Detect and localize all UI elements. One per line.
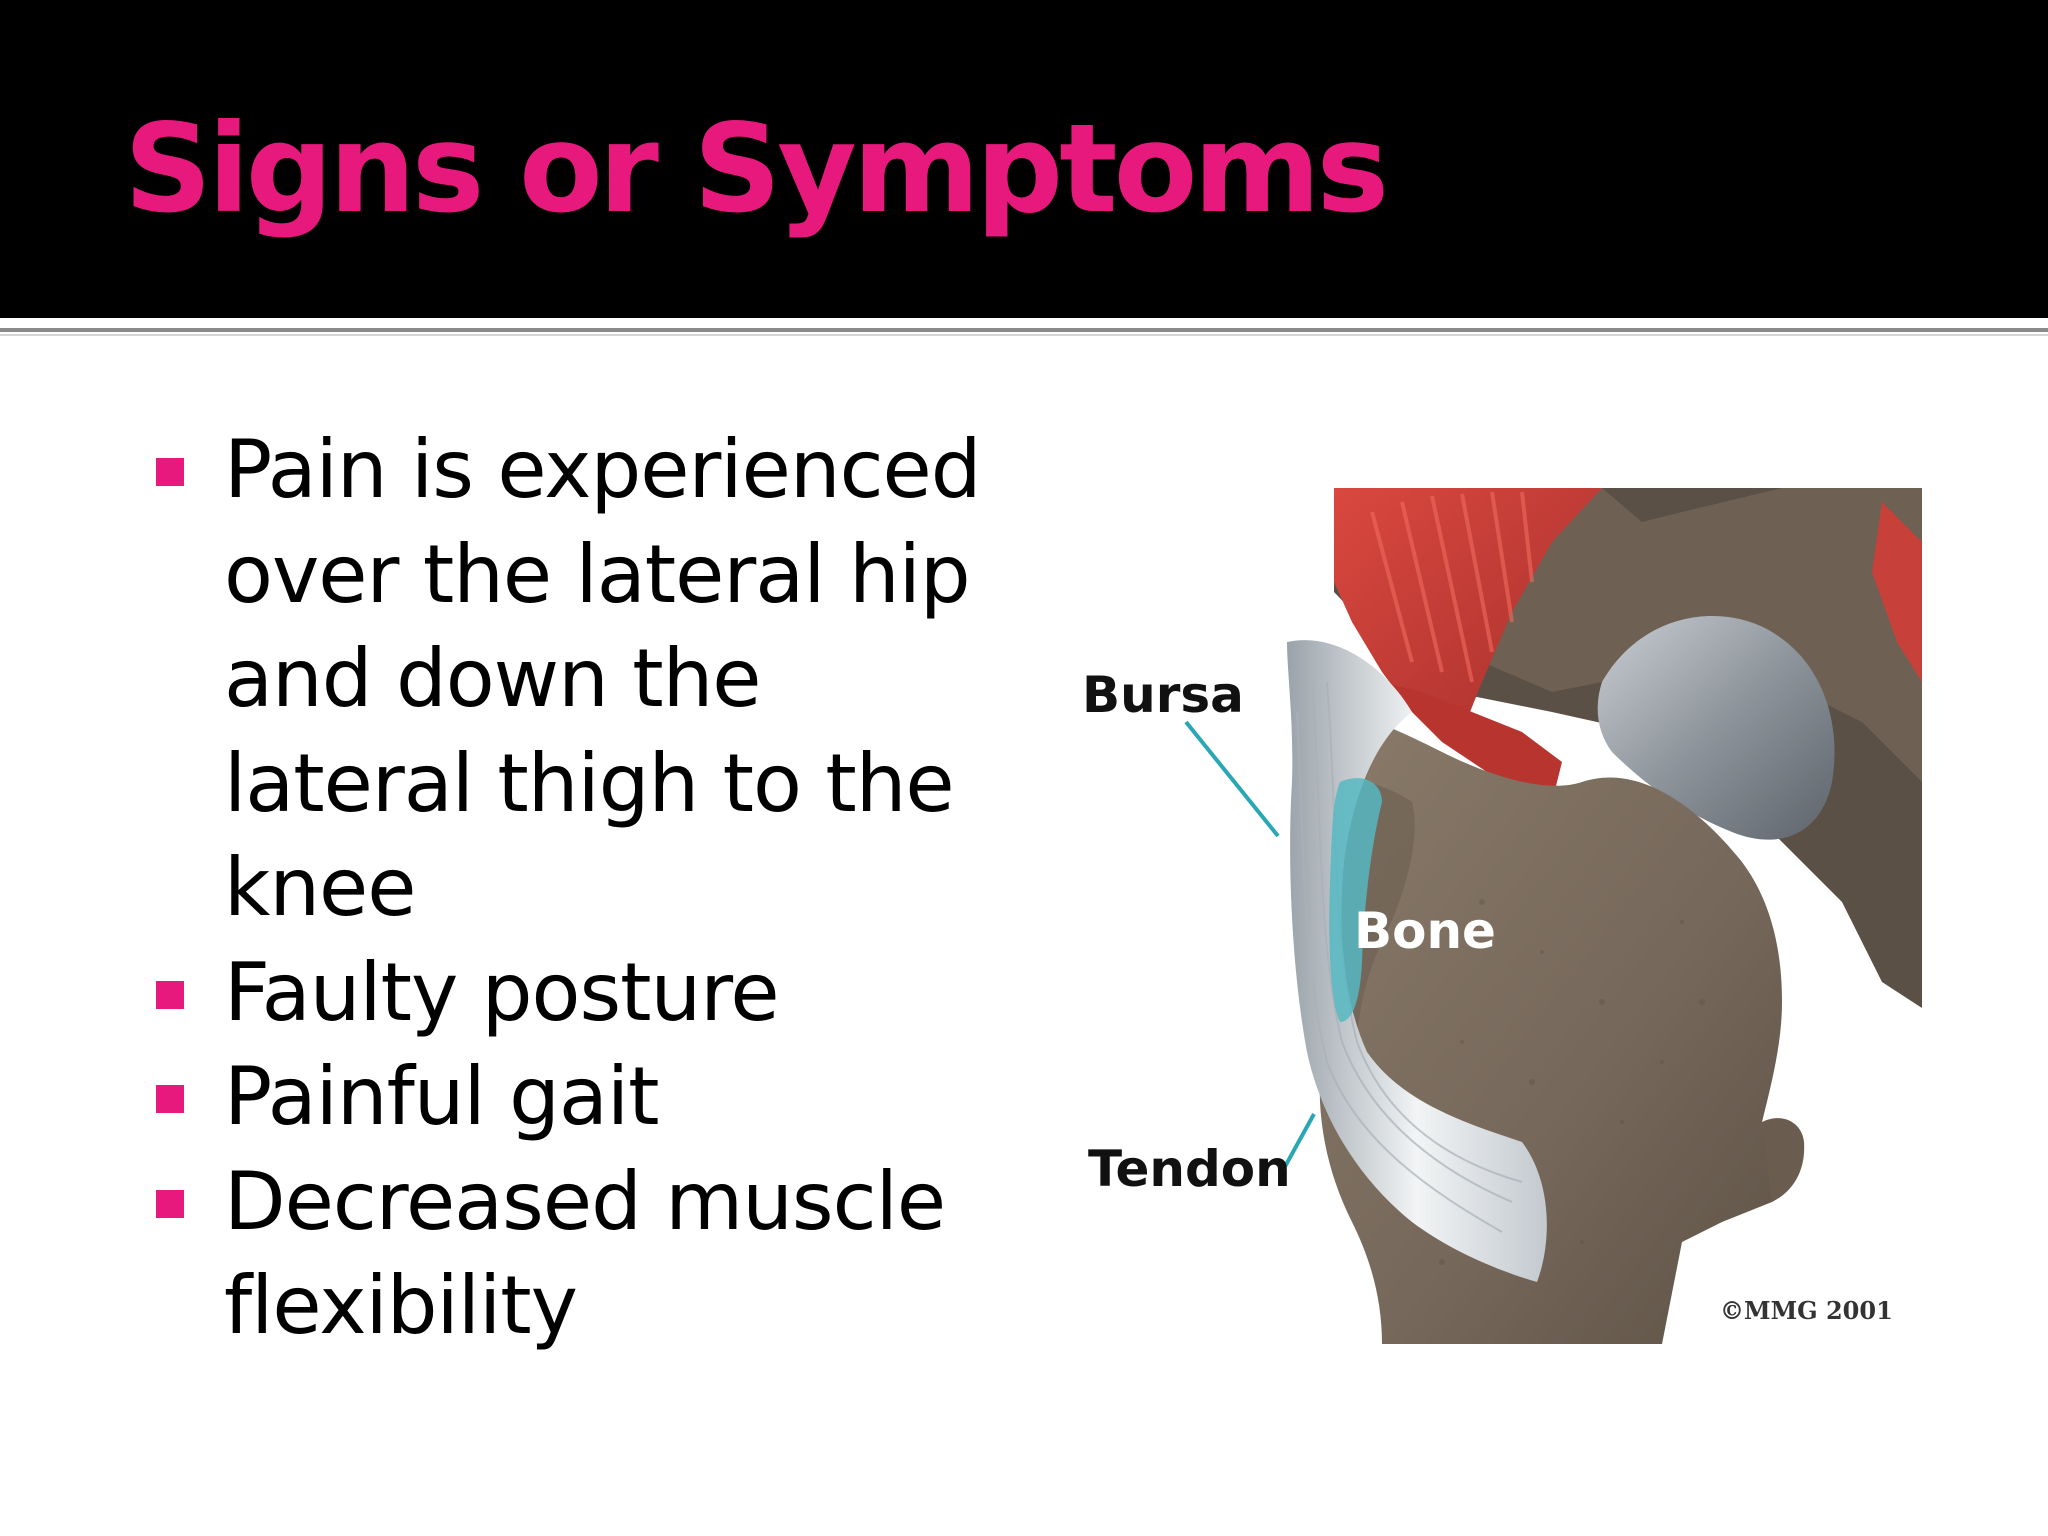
tendon-pointer <box>1280 1113 1316 1173</box>
femoral-head <box>1597 616 1835 840</box>
bursa-label: Bursa <box>1082 666 1244 724</box>
hip-anatomy-drawing <box>1184 488 1922 1344</box>
tendon-label: Tendon <box>1088 1140 1291 1198</box>
bone-label: Bone <box>1354 902 1496 960</box>
bullet-item: Faulty posture <box>150 941 1030 1046</box>
bursa-pointer <box>1184 720 1280 838</box>
right-muscle-fragment <box>1872 502 1922 682</box>
square-bullet-icon <box>156 1189 184 1218</box>
square-bullet-icon <box>156 458 184 486</box>
lesser-trochanter <box>1762 1118 1805 1202</box>
copyright-notice: ©MMG 2001 <box>1720 1296 1893 1325</box>
bullet-item: Pain is experienced over the lateral hip… <box>150 418 1030 941</box>
gluteal-muscle <box>1334 488 1602 732</box>
title-divider <box>0 328 2048 332</box>
square-bullet-icon <box>156 980 184 1009</box>
title-divider-shadow <box>0 334 2048 336</box>
bullet-list: Pain is experienced over the lateral hip… <box>150 418 1030 1359</box>
bullet-item: Decreased muscle flexibility <box>150 1150 1030 1359</box>
lower-muscle-band <box>1382 682 1562 802</box>
hip-anatomy-illustration: Bursa Bone Tendon ©MMG 2001 <box>1082 482 1922 1344</box>
slide-title: Signs or Symptoms <box>124 98 1389 240</box>
bullet-text: Faulty posture <box>224 945 780 1039</box>
bursa-sac <box>1329 778 1382 1022</box>
bullet-text: Decreased muscle flexibility <box>224 1154 946 1353</box>
square-bullet-icon <box>156 1085 184 1113</box>
bullet-text: Painful gait <box>224 1050 660 1143</box>
title-bar: Signs or Symptoms <box>0 0 2048 318</box>
bullet-item: Painful gait <box>150 1045 1030 1150</box>
bullet-text: Pain is experienced over the lateral hip… <box>224 423 982 934</box>
